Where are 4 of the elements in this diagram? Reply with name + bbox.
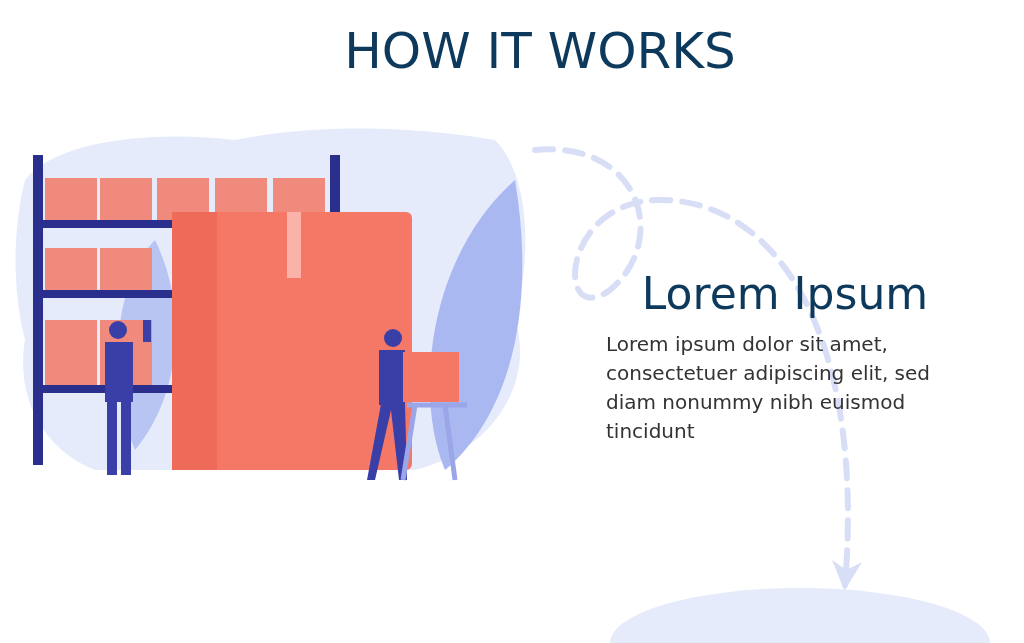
page-title: HOW IT WORKS xyxy=(343,22,737,80)
dashed-arrow xyxy=(532,146,862,591)
section-heading: Lorem Ipsum xyxy=(640,268,930,319)
body-text: Lorem ipsum dolor sit amet, consectetuer adipiscing elit, sed diam nonummy nibh euismod tincidunt xyxy=(606,331,932,445)
